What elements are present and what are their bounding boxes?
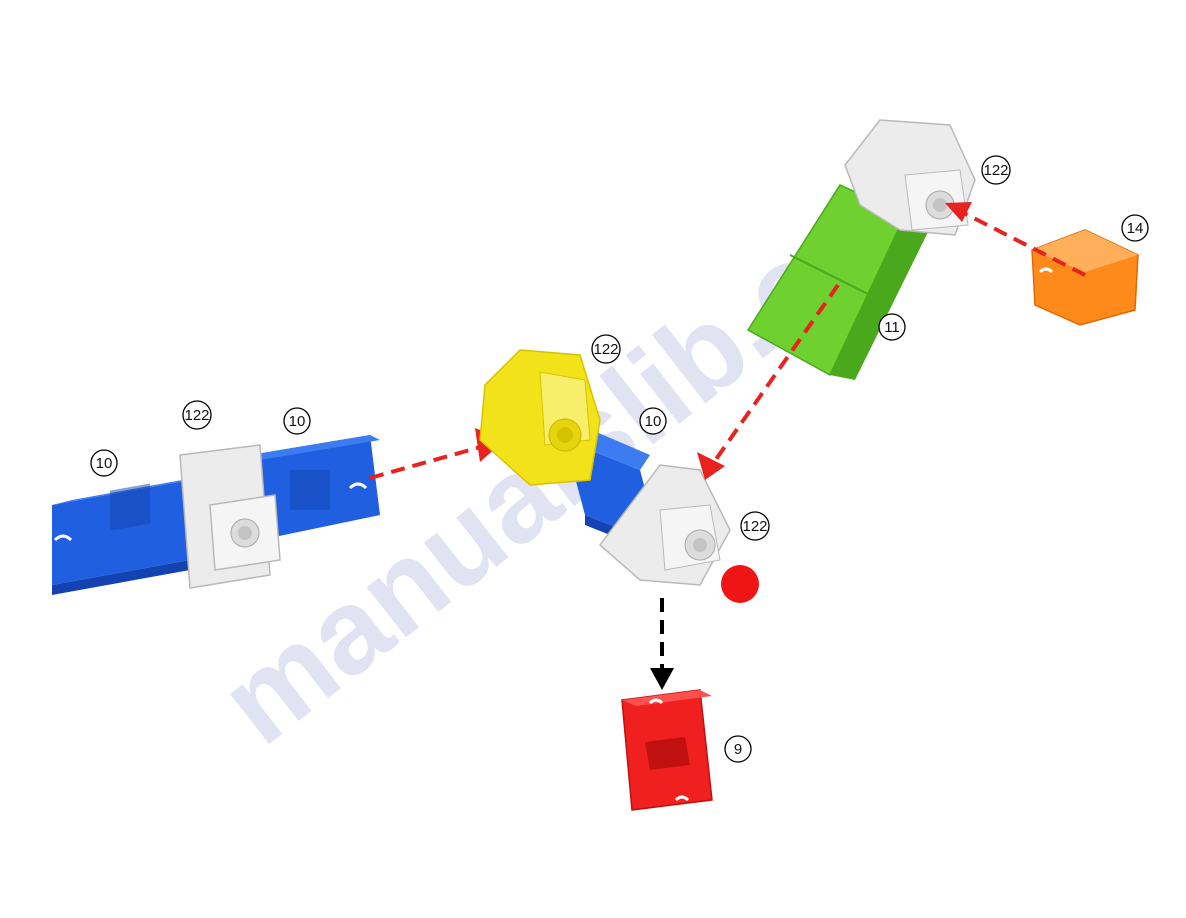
callout-122-top: 122 <box>982 156 1010 184</box>
svg-text:11: 11 <box>884 319 900 336</box>
red-dot-marker <box>721 565 759 603</box>
callout-122-yellow: 122 <box>592 335 620 363</box>
callout-11: 11 <box>879 314 905 340</box>
svg-text:10: 10 <box>645 413 662 430</box>
svg-text:122: 122 <box>593 341 618 358</box>
callout-9: 9 <box>725 736 751 762</box>
svg-text:9: 9 <box>734 741 742 758</box>
svg-text:122: 122 <box>983 162 1008 179</box>
orange-block <box>1032 230 1138 325</box>
svg-text:10: 10 <box>96 455 113 472</box>
arrowhead-to-red <box>650 668 674 690</box>
callout-14: 14 <box>1122 215 1148 241</box>
callout-122-left: 122 <box>183 401 211 429</box>
callout-10-left: 10 <box>91 450 117 476</box>
callout-122-center: 122 <box>741 512 769 540</box>
svg-text:122: 122 <box>184 407 209 424</box>
svg-text:122: 122 <box>742 518 767 535</box>
svg-text:14: 14 <box>1127 220 1144 237</box>
red-block <box>622 690 712 810</box>
callout-10-center: 10 <box>640 408 666 434</box>
callout-10-leftmid: 10 <box>284 408 310 434</box>
svg-text:10: 10 <box>289 413 306 430</box>
